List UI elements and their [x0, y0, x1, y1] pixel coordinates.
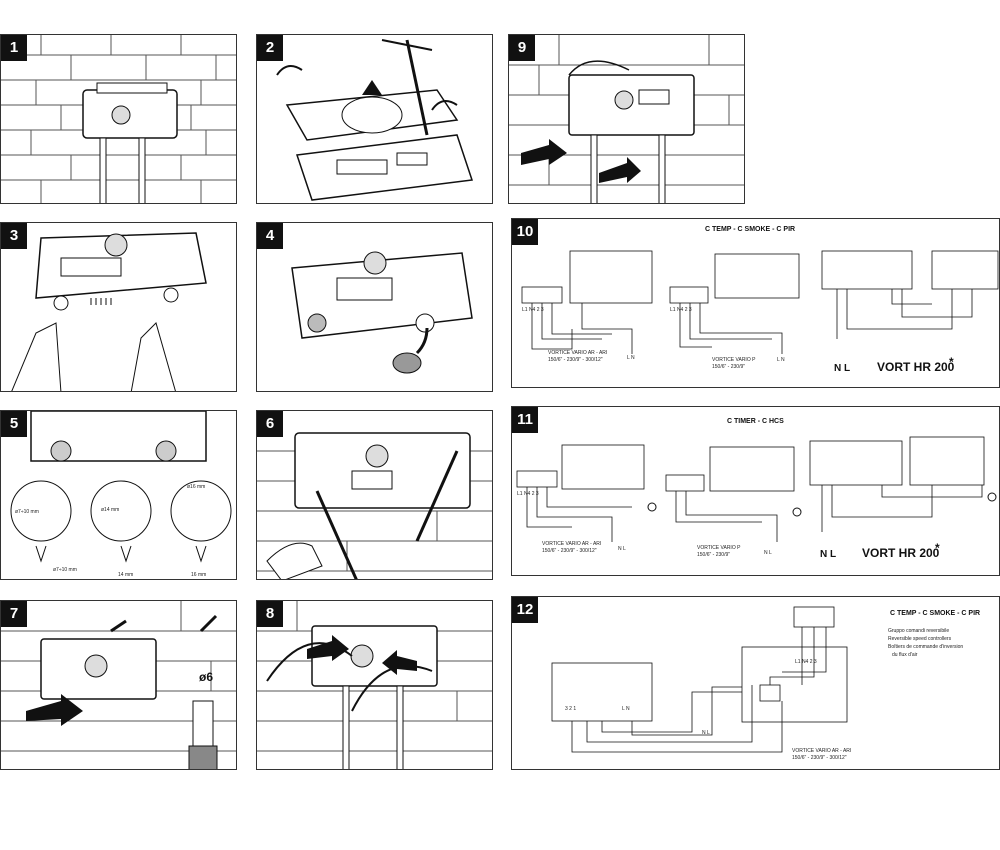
vort-label: VORT HR 200	[862, 546, 940, 560]
wiring-diagram-12: 12 C TEMP - C SMOKE - C PIR Gruppo coman…	[511, 596, 1000, 770]
step-number: 1	[1, 35, 27, 61]
step-number: 3	[1, 223, 27, 249]
step-panel-3: 3	[0, 222, 237, 392]
terminal-labels: L1 N4 2 3	[517, 491, 539, 497]
step-number: 7	[1, 601, 27, 627]
diagram-title: C TEMP - C SMOKE - C PIR	[705, 226, 795, 233]
wall-mounted-unit-illustration	[1, 35, 236, 203]
measure-label-3: 16 mm	[191, 572, 206, 578]
step-number: 9	[509, 35, 535, 61]
model-sizes: 150/6" - 230/9" - 300/12"	[792, 755, 847, 761]
vort-asterisk: *	[949, 355, 954, 369]
step-panel-5: 5 ø7÷10 mm ø14 mm ø16 mm ø7÷10 mm 14 mm …	[0, 410, 237, 580]
model-a-sizes: 150/6" - 230/9" - 300/12"	[542, 548, 597, 554]
open-cover-illustration	[276, 39, 474, 201]
grommet-insert-illustration	[291, 251, 473, 374]
vort-asterisk: *	[935, 541, 940, 555]
ln-labels: L N	[777, 357, 785, 363]
model-b-label: VORTICE VARIO P	[697, 545, 741, 551]
vort-label: VORT HR 200	[877, 360, 955, 374]
model-b-sizes: 150/6" - 230/9"	[712, 364, 745, 370]
knockout-removal-illustration	[11, 232, 207, 391]
diameter-label-1: ø7÷10 mm	[15, 509, 39, 515]
bullet-2: Reversible speed controllers	[888, 636, 952, 642]
model-a-label: VORTICE VARIO AR - ARI	[542, 541, 601, 547]
model-a-label: VORTICE VARIO AR - ARI	[548, 350, 607, 356]
nl-labels: N L	[820, 549, 836, 560]
bullet-1: Gruppo comandi reversibile	[888, 628, 949, 634]
ln-labels: L N	[627, 355, 635, 361]
wiring-diagram-10: 10 C TEMP - C SMOKE - C PIR VORTICE VARI…	[511, 218, 1000, 388]
model-b-label: VORTICE VARIO P	[712, 357, 756, 363]
model-b-sizes: 150/6" - 230/9"	[697, 552, 730, 558]
grommet-cutting-illustration: ø7÷10 mm ø14 mm ø16 mm ø7÷10 mm 14 mm 16…	[10, 411, 232, 578]
ln-labels: N L	[702, 730, 710, 736]
measure-label-2: 14 mm	[118, 572, 133, 578]
measure-label-1: ø7÷10 mm	[53, 567, 77, 573]
diameter-label-2: ø14 mm	[101, 507, 119, 513]
step-panel-6: 6	[256, 410, 493, 580]
step-number: 4	[257, 223, 283, 249]
step-number: 11	[512, 407, 538, 433]
terminal-labels: L1 N4 2 3	[522, 307, 544, 313]
terminal-labels: L1 N4 2 3	[795, 659, 817, 665]
model-label: VORTICE VARIO AR - ARI	[792, 748, 851, 754]
step-panel-2: 2	[256, 34, 493, 204]
step-panel-9: 9	[508, 34, 745, 204]
ln-labels: N L	[618, 546, 626, 552]
wiring-diagram-11: 11 C TIMER - C HCS VORTICE VARIO AR - AR…	[511, 406, 1000, 576]
step-panel-7: 7 ø6	[0, 600, 237, 770]
model-a-sizes: 150/6" - 230/9" - 300/12"	[548, 357, 603, 363]
cable-gland-illustration	[509, 35, 744, 203]
step-number: 10	[512, 219, 538, 245]
terminal-labels: L1 N4 2 3	[670, 307, 692, 313]
step-number: 2	[257, 35, 283, 61]
diameter-label-3: ø16 mm	[187, 484, 205, 490]
step-panel-8: 8	[256, 600, 493, 770]
terminal-labels: 3 2 1	[565, 706, 576, 712]
nl-labels: N L	[834, 363, 850, 374]
step-number: 6	[257, 411, 283, 437]
step-number: 12	[512, 597, 538, 623]
terminal-labels: L N	[622, 706, 630, 712]
drill-size-label: ø6	[199, 670, 213, 684]
ln-labels: N L	[764, 550, 772, 556]
cable-routing-illustration	[257, 601, 492, 769]
screw-fixing-illustration	[257, 432, 492, 579]
step-number: 5	[1, 411, 27, 437]
step-panel-1: 1	[0, 34, 237, 204]
diagram-title: C TIMER - C HCS	[727, 418, 784, 425]
step-panel-4: 4	[256, 222, 493, 392]
bullet-3: Boîtiers de commande d'inversion	[888, 644, 963, 650]
bullet-4: du flux d'air	[892, 652, 918, 658]
wall-plug-illustration: ø6	[1, 601, 236, 769]
step-number: 8	[257, 601, 283, 627]
diagram-title: C TEMP - C SMOKE - C PIR	[890, 610, 980, 617]
